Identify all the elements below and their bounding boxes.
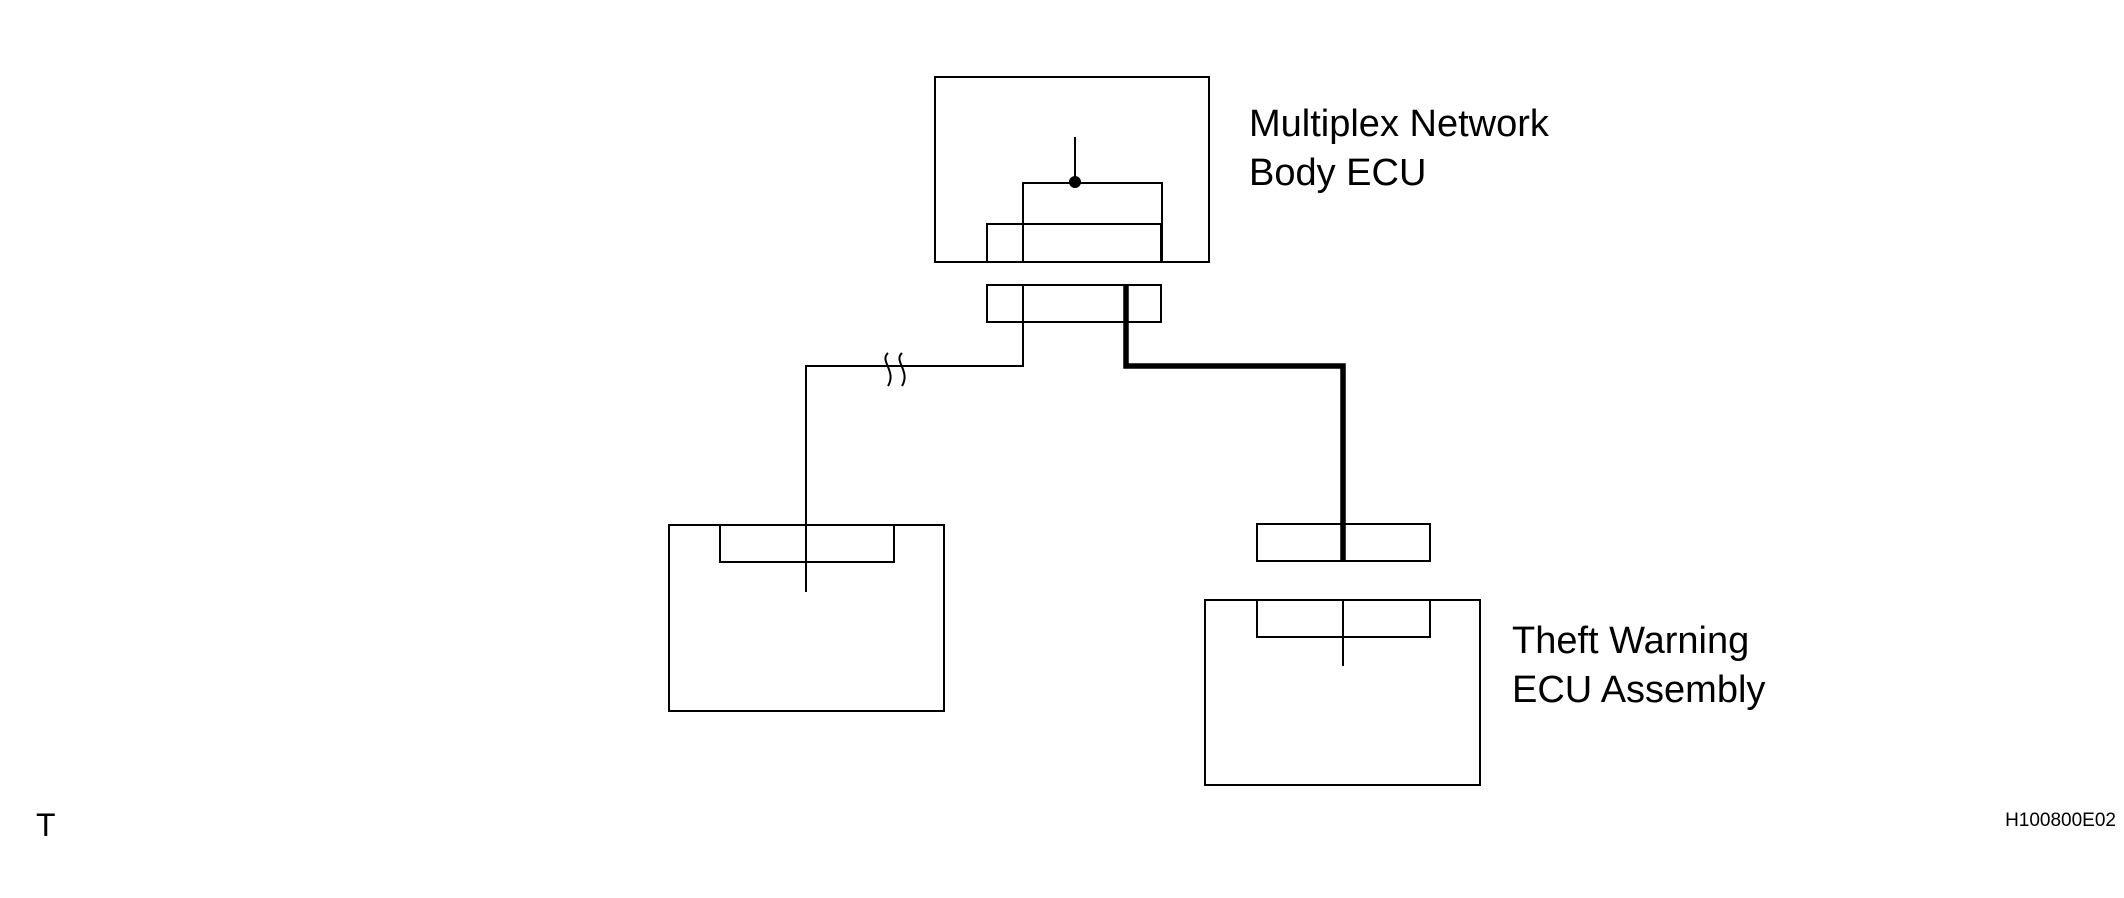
wire-break-symbol	[884, 352, 906, 387]
theft-warning-label-line1: Theft Warning	[1512, 620, 1749, 662]
body-ecu-connector-outer	[986, 223, 1162, 263]
theft-warning-label-line2: ECU Assembly	[1512, 669, 1765, 711]
body-ecu-label-line2: Body ECU	[1249, 152, 1426, 194]
body-ecu-junction-dot	[1069, 176, 1081, 188]
body-ecu-connector-inner	[1022, 182, 1163, 263]
multiplex-network-body-ecu	[934, 76, 1210, 323]
body-ecu-label-line1: Multiplex Network	[1249, 103, 1550, 145]
theft-warning-ecu-assembly	[1204, 523, 1481, 786]
theft-warning-harness-connector	[1256, 523, 1431, 562]
body-ecu-harness-connector	[986, 284, 1162, 323]
theft-warning-ecu-wire	[1123, 285, 1346, 561]
corner-left-label: T	[36, 807, 56, 843]
left-unit-connector	[719, 524, 895, 563]
left-unit	[668, 524, 945, 712]
body-ecu-housing	[934, 76, 1210, 263]
figure-id: H100800E02	[2005, 810, 2116, 831]
left-unit-wire	[805, 285, 1024, 592]
